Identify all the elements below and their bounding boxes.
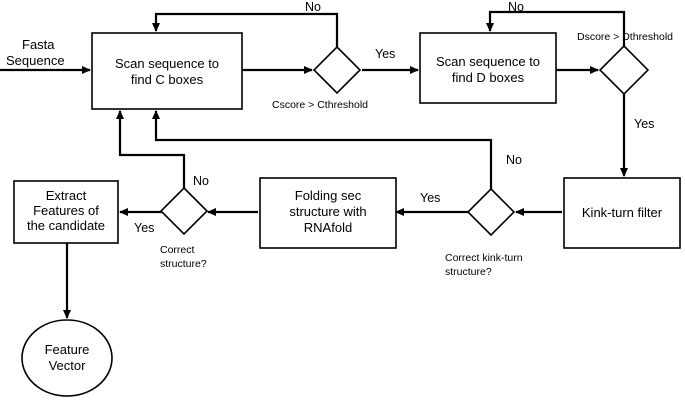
correct-structure-condition-2: structure? [160,258,207,270]
dscore-condition: Dscore > Dthreshold [577,31,673,43]
folding-label-2: structure with [289,204,366,219]
input-label-2: Sequence [6,53,65,68]
scan-d-label-1: Scan sequence to [436,54,540,69]
dscore-diamond [598,44,650,96]
extract-label-2: Features of [33,203,99,218]
kink-yes-label: Yes [420,191,440,205]
kink-no-label: No [506,153,522,167]
kink-structure-diamond [466,187,516,237]
extract-label-3: the candidate [27,218,105,233]
cscore-diamond [312,45,362,95]
correct-structure-diamond [159,186,209,236]
correct-no-label: No [193,174,209,188]
scan-d-box [419,32,557,104]
feature-vector-label-2: Vector [49,358,87,373]
kink-filter-label: Kink-turn filter [582,205,663,220]
folding-label-3: RNAfold [304,220,352,235]
scan-d-label-2: find D boxes [452,70,525,85]
extract-box [13,180,119,244]
cscore-condition: Cscore > Cthreshold [272,99,368,111]
kink-filter-box [563,177,681,249]
folding-label-1: Folding sec [295,188,362,203]
correct-yes-label: Yes [134,221,154,235]
extract-label-1: Extract [46,188,87,203]
edge-correct-no-loop [116,110,186,188]
feature-vector-label-1: Feature [45,342,90,357]
cscore-yes-label: Yes [375,47,395,61]
edge-dscore-no-loop [486,10,626,46]
edge-cscore-no-loop [152,12,339,47]
feature-vector-ellipse [21,319,113,397]
folding-box [259,177,397,249]
dscore-yes-label: Yes [634,117,654,131]
dscore-no-label: No [508,0,524,14]
input-label-1: Fasta [22,37,55,52]
scan-c-label-1: Scan sequence to [115,56,219,71]
cscore-no-label: No [305,0,321,14]
kink-structure-condition-1: Correct kink-turn [445,252,523,264]
scan-c-label-2: find C boxes [131,72,204,87]
scan-c-box [91,32,243,110]
edge-kink-no-loop [152,110,493,189]
correct-structure-condition-1: Correct [160,244,195,256]
kink-structure-condition-2: structure? [445,266,492,278]
